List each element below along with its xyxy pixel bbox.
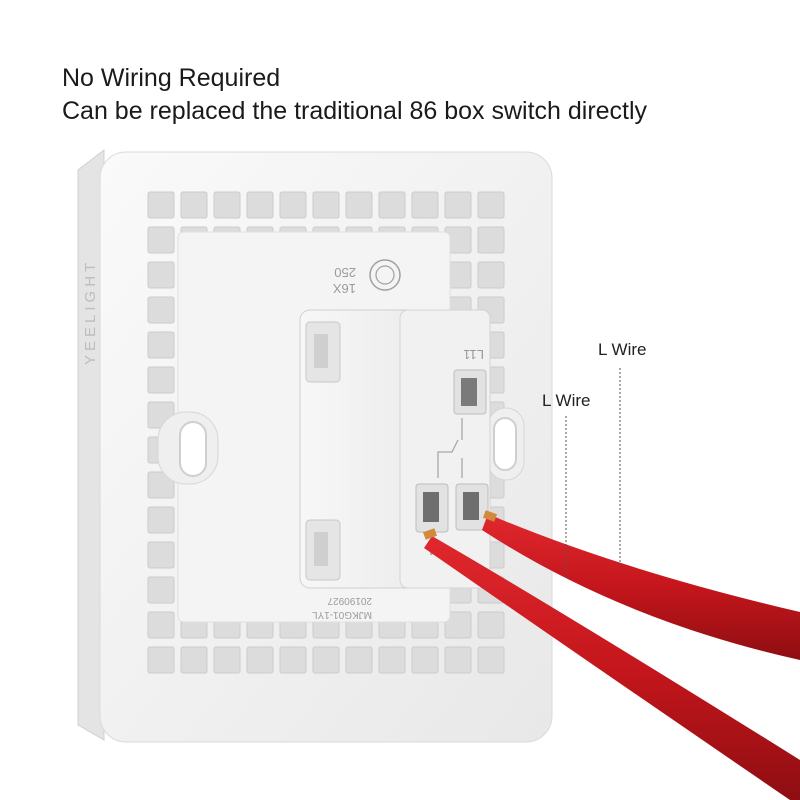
red-wires — [422, 510, 800, 800]
grid-cell — [378, 191, 406, 219]
terminal-top-text: L11 — [463, 347, 484, 362]
grid-cell — [246, 646, 274, 674]
rating-amp-text: 16X — [333, 281, 356, 296]
grid-cell — [147, 541, 175, 569]
grid-cell — [180, 191, 208, 219]
grid-cell — [345, 646, 373, 674]
grid-cell — [213, 646, 241, 674]
grid-cell — [147, 611, 175, 639]
grid-cell — [477, 261, 505, 289]
wire-label-right: L Wire — [598, 340, 647, 359]
grid-cell — [444, 646, 472, 674]
grid-cell — [147, 471, 175, 499]
grid-cell — [147, 296, 175, 324]
grid-cell — [180, 646, 208, 674]
grid-cell — [411, 191, 439, 219]
headline-line-2: Can be replaced the traditional 86 box s… — [62, 97, 648, 125]
grid-cell — [378, 646, 406, 674]
switch-module — [299, 309, 491, 589]
grid-cell — [246, 191, 274, 219]
grid-cell — [147, 331, 175, 359]
plate-side-edge — [77, 148, 105, 741]
brand-logo-text: YEELIGHT — [82, 258, 99, 366]
grid-cell — [147, 366, 175, 394]
grid-cell — [147, 226, 175, 254]
grid-cell — [147, 506, 175, 534]
grid-cell — [444, 191, 472, 219]
grid-cell — [411, 646, 439, 674]
grid-cell — [279, 646, 307, 674]
headline-line-1: No Wiring Required — [62, 64, 281, 92]
grid-cell — [477, 191, 505, 219]
mount-hole-right — [487, 407, 525, 481]
date-text: 20190927 — [327, 595, 372, 606]
grid-cell — [147, 261, 175, 289]
wire-label-left: L Wire — [542, 391, 591, 410]
wire-right — [482, 514, 800, 660]
rating-volt-text: 250 — [334, 265, 356, 280]
grid-cell — [444, 611, 472, 639]
mount-hole-left — [157, 411, 219, 485]
model-text: MJKG01-1YL — [312, 609, 372, 620]
grid-cell — [477, 226, 505, 254]
grid-cell — [213, 191, 241, 219]
grid-cell — [477, 646, 505, 674]
certification-mark — [369, 259, 401, 291]
grid-cell — [345, 191, 373, 219]
grid-cell — [312, 646, 340, 674]
grid-cell — [147, 576, 175, 604]
headline: No Wiring Required Can be replaced the t… — [62, 62, 647, 128]
grid-cell — [477, 611, 505, 639]
grid-cell — [147, 191, 175, 219]
wire-left — [424, 536, 800, 800]
grid-cell — [279, 191, 307, 219]
grid-cell — [312, 191, 340, 219]
grid-cell — [147, 646, 175, 674]
